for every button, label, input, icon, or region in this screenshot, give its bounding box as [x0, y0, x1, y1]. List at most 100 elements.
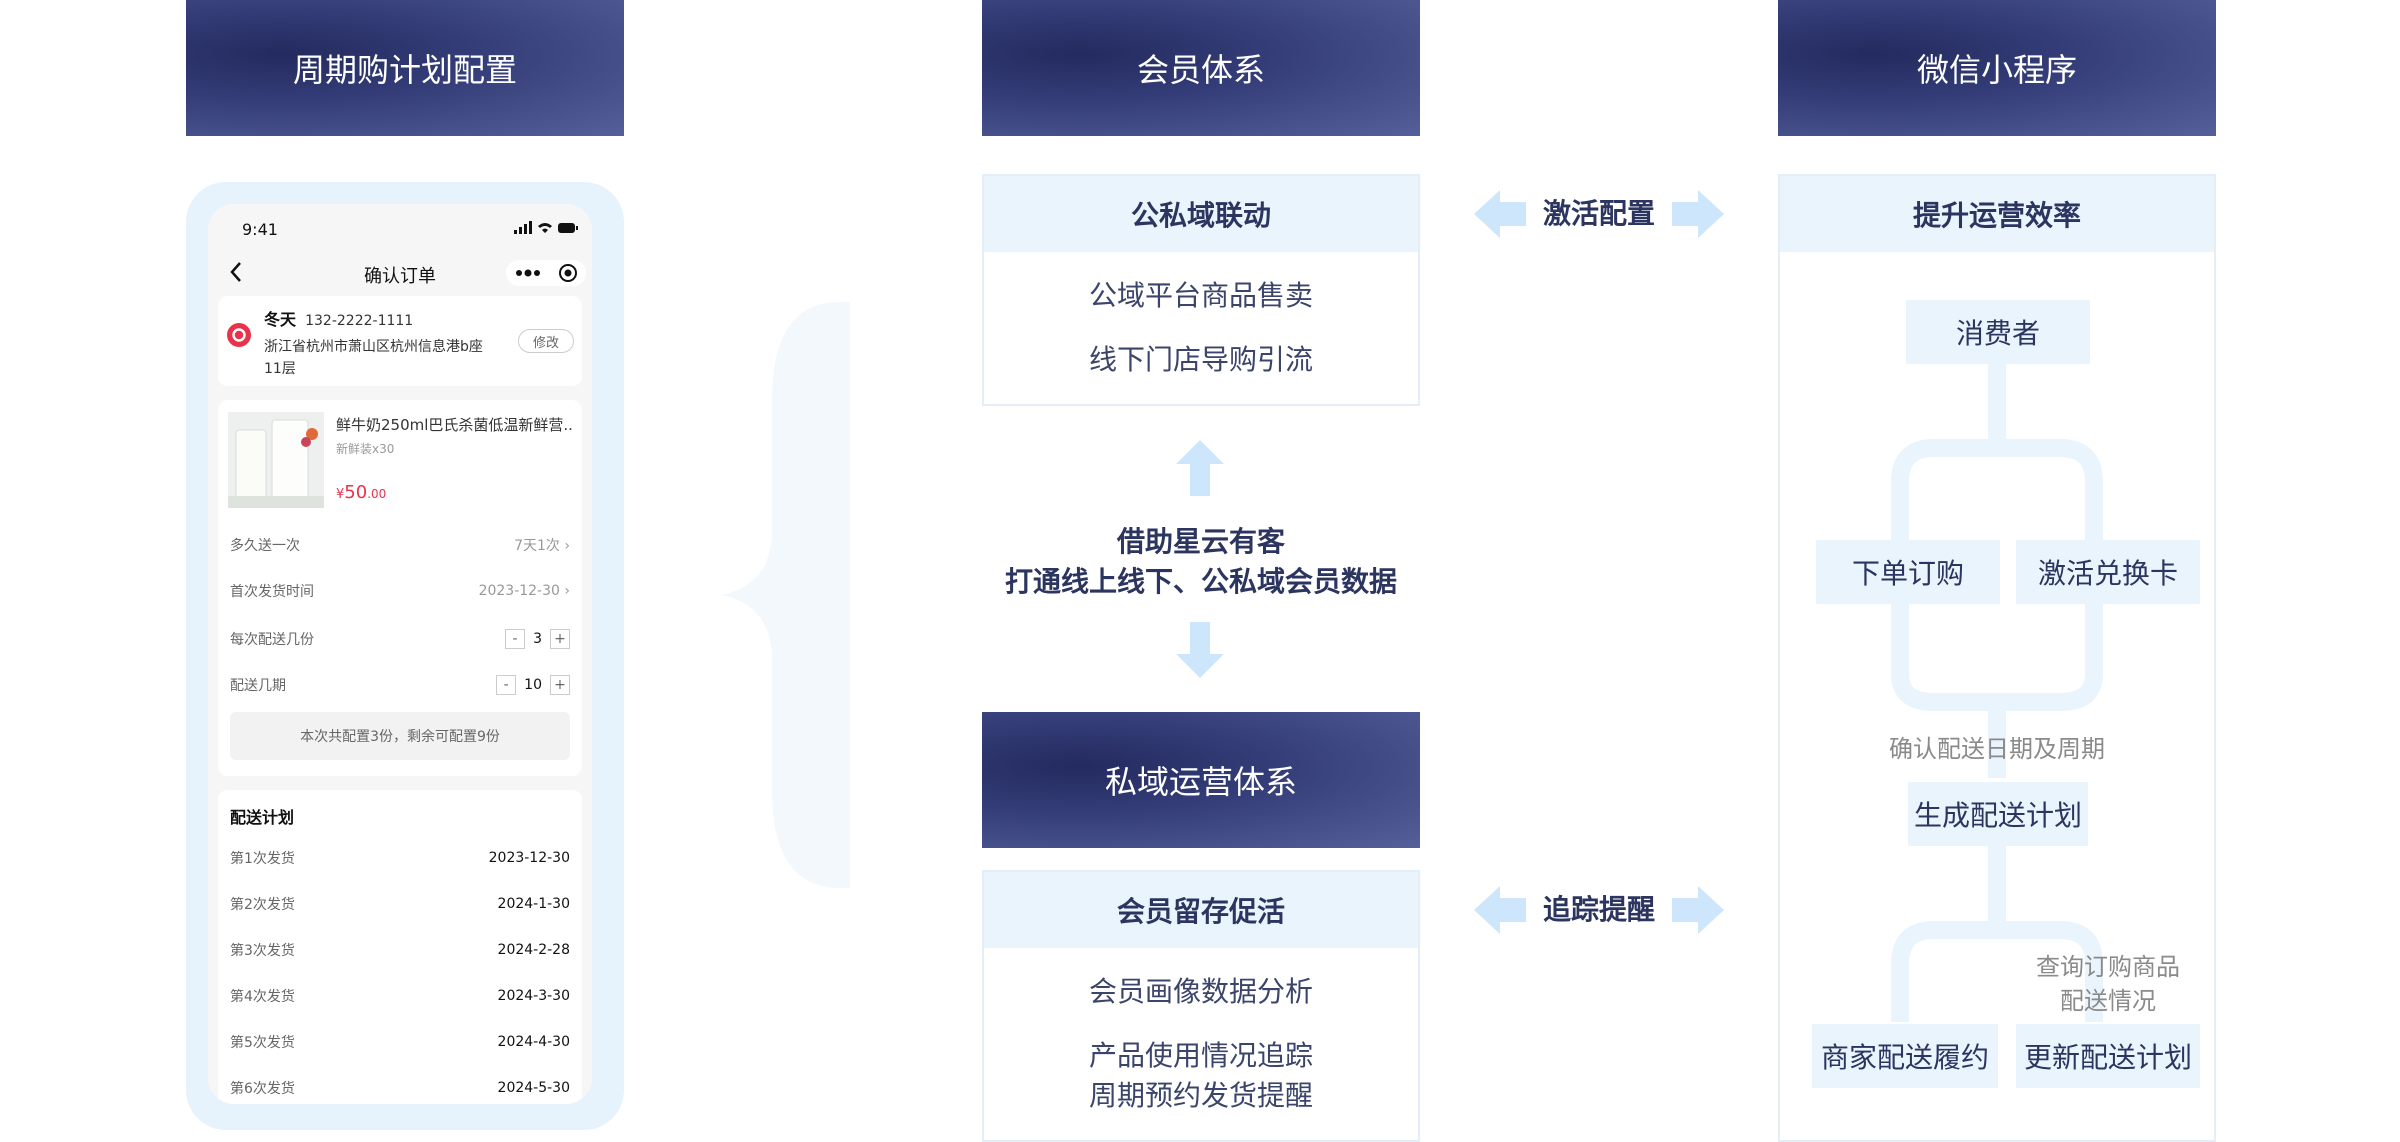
center-line-2: 打通线上线下、公私域会员数据: [1004, 565, 1397, 598]
setting-qty-per-delivery: 每次配送几份 - 3 +: [230, 626, 570, 652]
more-icon[interactable]: [515, 268, 541, 278]
plan-row-date: 2024-5-30: [497, 1080, 570, 1096]
activate-card-node: 激活兑换卡: [2016, 540, 2200, 604]
node-label: 消费者: [1955, 317, 2040, 350]
address-name: 冬天: [264, 310, 297, 329]
mini-capsule: [506, 260, 586, 286]
plan-row-date: 2023-12-30: [488, 850, 570, 866]
quantity-stepper[interactable]: - 3 +: [505, 629, 570, 649]
generate-plan-node: 生成配送计划: [1908, 782, 2088, 846]
plus-button[interactable]: +: [550, 629, 570, 649]
status-icons: [514, 221, 578, 234]
curly-brace-decoration: [722, 302, 850, 888]
setting-label: 配送几期: [230, 678, 286, 694]
link-label-bottom: 追踪提醒: [1542, 893, 1655, 926]
status-time: 9:41: [242, 220, 278, 239]
private-ops-label: 私域运营体系: [1104, 763, 1297, 801]
retention-item-3: 周期预约发货提醒: [1088, 1079, 1313, 1112]
plan-row-label: 第2次发货: [230, 897, 295, 913]
price-symbol: ¥: [336, 487, 345, 502]
flow-connectors: [1891, 362, 2103, 1022]
node-label: 商家配送履约: [1820, 1041, 1989, 1074]
panel-title-text: 提升运营效率: [1912, 199, 2081, 232]
stepper-value: 3: [533, 631, 542, 647]
product-image: [228, 412, 324, 508]
plan-title: 配送计划: [230, 808, 295, 827]
node-label: 下单订购: [1851, 557, 1964, 590]
setting-label: 每次配送几份: [230, 632, 314, 648]
query-label-2: 配送情况: [2060, 987, 2156, 1015]
node-label: 更新配送计划: [2023, 1041, 2192, 1074]
arrow-down-icon: [1176, 622, 1224, 678]
fulfillment-node: 商家配送履约: [1812, 1024, 1998, 1088]
address-line2: 11层: [264, 361, 296, 377]
minus-button[interactable]: -: [505, 629, 526, 649]
plan-row-date: 2024-4-30: [497, 1034, 570, 1050]
setting-label: 多久送一次: [230, 538, 300, 554]
price-main: 50: [344, 482, 368, 503]
header-middle-label: 会员体系: [1136, 51, 1265, 89]
minus-button[interactable]: -: [496, 675, 517, 695]
retention-item-1: 会员画像数据分析: [1088, 975, 1313, 1008]
stepper-value: 10: [524, 677, 542, 693]
node-label: 生成配送计划: [1913, 799, 2082, 832]
panel-title-text: 公私域联动: [1130, 199, 1271, 232]
address-line1: 浙江省杭州市萧山区杭州信息港b座: [264, 339, 483, 355]
efficiency-title: 提升运营效率: [1780, 176, 2214, 252]
setting-first-date[interactable]: 首次发货时间 2023-12-30 ›: [230, 578, 570, 604]
arrow-up-icon: [1176, 440, 1224, 496]
public-private-title: 公私域联动: [984, 176, 1418, 252]
back-icon[interactable]: [228, 260, 244, 284]
close-mini-icon[interactable]: [558, 263, 578, 283]
price-decimal: .00: [367, 487, 387, 501]
consumer-node: 消费者: [1906, 300, 2090, 364]
bidirectional-arrow-bottom: [1474, 886, 1724, 934]
chevron-right-icon: ›: [564, 538, 570, 554]
setting-frequency[interactable]: 多久送一次 7天1次 ›: [230, 532, 570, 558]
plan-row-label: 第5次发货: [230, 1035, 295, 1051]
plan-row-label: 第3次发货: [230, 943, 295, 959]
plan-row: 第6次发货 2024-5-30: [230, 1078, 570, 1098]
setting-value: 2023-12-30: [478, 583, 560, 599]
allocation-summary: 本次共配置3份，剩余可配置9份: [230, 712, 570, 760]
bidirectional-arrow-top: [1474, 190, 1724, 238]
address-card[interactable]: 冬天 132-2222-1111 浙江省杭州市萧山区杭州信息港b座 11层 修改: [218, 296, 582, 386]
public-item-2: 线下门店导购引流: [1088, 343, 1313, 376]
plan-row: 第4次发货 2024-3-30: [230, 986, 570, 1006]
setting-periods: 配送几期 - 10 +: [230, 672, 570, 698]
node-label: 激活兑换卡: [2037, 557, 2178, 590]
plan-row-label: 第4次发货: [230, 989, 295, 1005]
header-left-label: 周期购计划配置: [292, 51, 517, 89]
product-card: 鲜牛奶250ml巴氏杀菌低温新鲜营... 新鲜装x30 ¥50.00 多久送一次…: [218, 400, 582, 776]
plan-row-date: 2024-1-30: [497, 896, 570, 912]
retention-item-2: 产品使用情况追踪: [1088, 1039, 1313, 1072]
plan-row-date: 2024-3-30: [497, 988, 570, 1004]
header-left: 周期购计划配置: [186, 0, 624, 136]
header-middle: 会员体系: [982, 0, 1420, 136]
confirm-date-label: 确认配送日期及周期: [1889, 735, 2105, 763]
order-node: 下单订购: [1816, 540, 2000, 604]
setting-value: 7天1次: [514, 538, 560, 554]
header-right-label: 微信小程序: [1916, 51, 2077, 89]
plus-button[interactable]: +: [550, 675, 570, 695]
address-phone: 132-2222-1111: [305, 313, 414, 329]
setting-label: 首次发货时间: [230, 584, 314, 600]
edit-address-button[interactable]: 修改: [518, 329, 574, 353]
plan-row-date: 2024-2-28: [497, 942, 570, 958]
nav-title: 确认订单: [364, 266, 436, 287]
product-price: ¥50.00: [336, 482, 386, 503]
chevron-right-icon: ›: [564, 583, 570, 599]
periods-stepper[interactable]: - 10 +: [496, 675, 570, 695]
center-line-1: 借助星云有客: [1116, 525, 1285, 558]
product-spec: 新鲜装x30: [336, 442, 395, 456]
retention-title: 会员留存促活: [984, 872, 1418, 948]
link-label-top: 激活配置: [1542, 197, 1655, 230]
plan-row-label: 第6次发货: [230, 1081, 295, 1097]
public-item-1: 公域平台商品售卖: [1088, 279, 1313, 312]
phone-screen: 9:41 确认订单 冬天 132-2222-1111 浙江省杭州市萧山区杭州信息…: [208, 204, 592, 1104]
location-icon: [227, 323, 251, 347]
plan-row: 第2次发货 2024-1-30: [230, 894, 570, 914]
